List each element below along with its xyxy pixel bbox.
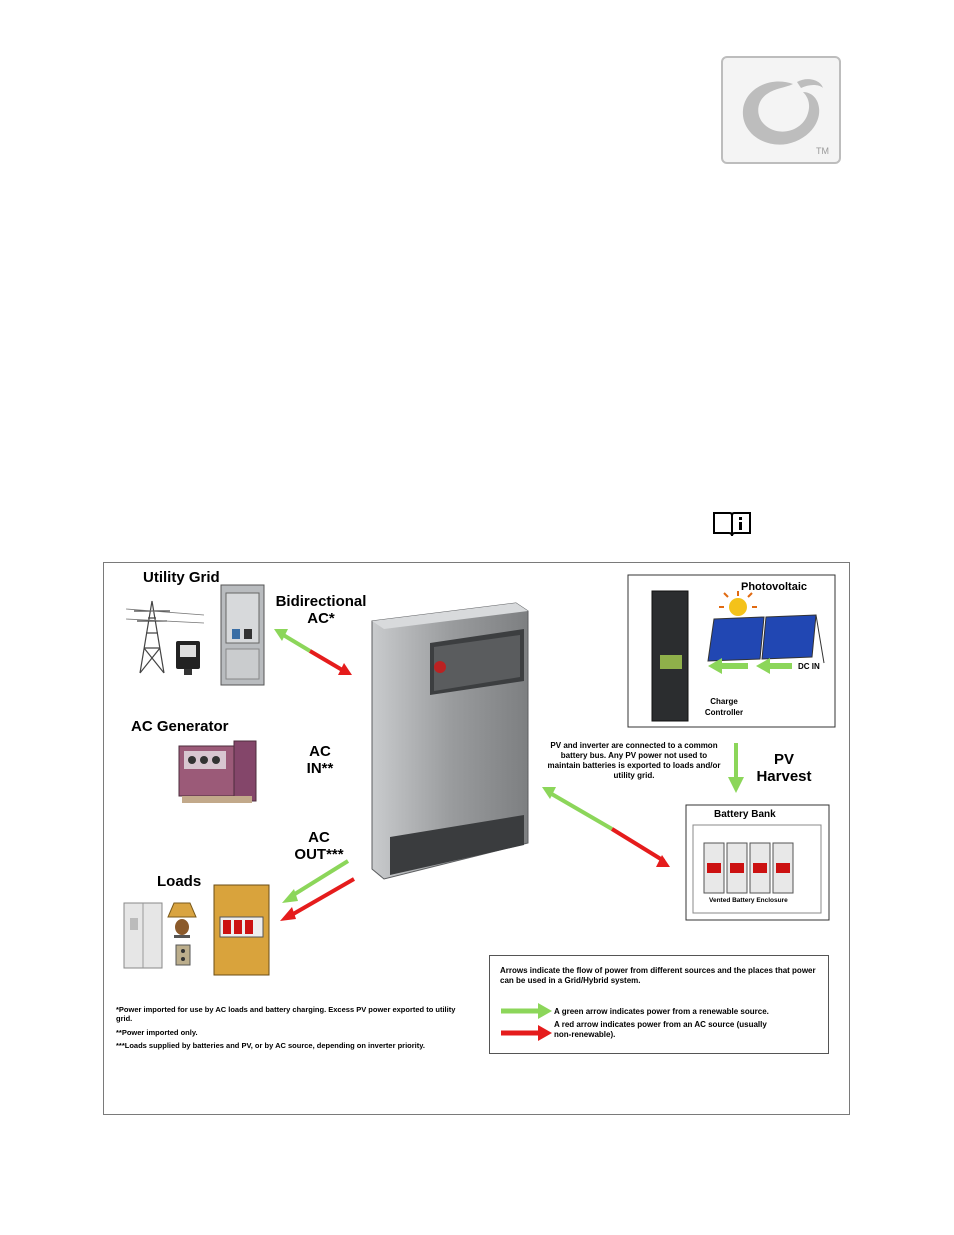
ac-out-line2: OUT***: [294, 846, 344, 863]
service-panel-icon: [220, 584, 265, 686]
battery-bus-arrow: [542, 787, 670, 867]
ac-out-green-arrow: [282, 859, 350, 903]
load-center-icon: [213, 884, 270, 976]
legend-red-arrow: [501, 1025, 552, 1041]
photovoltaic-label: Photovoltaic: [741, 581, 808, 593]
bidirectional-line2: AC*: [307, 610, 335, 627]
trademark-label: TM: [816, 146, 829, 156]
pv-harvest-arrow: [728, 743, 744, 793]
ac-generator-label: AC Generator: [131, 718, 229, 735]
grid-hybrid-system-diagram: Utility Grid Bidirectional AC* AC Genera…: [103, 562, 850, 1115]
utility-grid-label: Utility Grid: [143, 569, 220, 586]
lamp-icon: [167, 902, 197, 938]
dc-in-label: DC IN: [798, 662, 820, 671]
ac-in-line2: IN**: [306, 760, 334, 777]
outlet-icon: [175, 944, 191, 966]
charge-controller-label: Charge Controller: [694, 696, 754, 718]
sun-icon: [719, 591, 757, 616]
ac-in-label: AC IN**: [290, 743, 350, 777]
pv-harvest-label: PV Harvest: [750, 751, 818, 785]
footnote-2: **Power imported only.: [116, 1028, 198, 1037]
battery-bank-label: Battery Bank: [714, 809, 776, 820]
ac-in-line1: AC: [309, 743, 331, 760]
solar-panel-icon: [707, 614, 825, 664]
legend-green-text: A green arrow indicates power from a ren…: [554, 1007, 769, 1016]
charge-line2: Controller: [704, 708, 744, 717]
diagram-artwork: [123, 574, 836, 1041]
pv-harvest-line1: PV: [773, 751, 794, 768]
legend-red-text: A red arrow indicates power from an AC s…: [554, 1020, 767, 1039]
loads-label: Loads: [157, 873, 202, 890]
company-logo: TM: [721, 56, 841, 164]
footnote-3: ***Loads supplied by batteries and PV, o…: [116, 1041, 425, 1050]
battery-icon: [703, 842, 794, 894]
refrigerator-icon: [123, 902, 163, 969]
dc-in-arrows: [708, 658, 792, 674]
ac-out-line1: AC: [308, 829, 330, 846]
ac-out-label: AC OUT***: [280, 829, 358, 863]
bidirectional-ac-arrow: [274, 629, 352, 675]
ac-out-red-arrow: [280, 877, 355, 921]
inverter-icon: [371, 602, 529, 880]
arrow-legend: Arrows indicate the flow of power from d…: [489, 955, 829, 1054]
power-tower-icon: [125, 600, 205, 674]
footnote-1: *Power imported for use by AC loads and …: [116, 1005, 456, 1024]
electric-meter-icon: [176, 641, 200, 675]
pv-harvest-line2: Harvest: [756, 768, 812, 785]
legend-header: Arrows indicate the flow of power from d…: [500, 966, 816, 986]
bidirectional-ac-label: Bidirectional AC*: [266, 593, 376, 627]
charge-line1: Charge: [710, 697, 738, 706]
swirl-logo-icon: [742, 79, 823, 145]
legend-green-arrow: [501, 1003, 552, 1019]
bidirectional-line1: Bidirectional: [275, 593, 367, 610]
charge-controller-icon: [651, 590, 689, 722]
battery-bus-note: PV and inverter are connected to a commo…: [547, 741, 721, 780]
ac-generator-icon: [178, 740, 257, 803]
manual-info-icon: [713, 512, 751, 537]
vented-enclosure-label: Vented Battery Enclosure: [709, 897, 788, 904]
